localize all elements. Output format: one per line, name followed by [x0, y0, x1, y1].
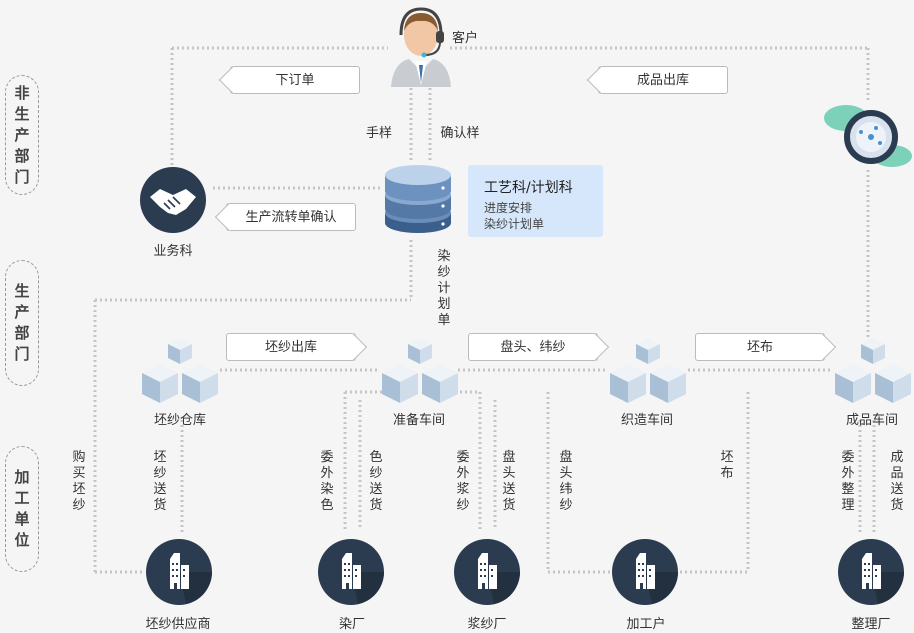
label-beam-weft-vertical: 盘头纬纱: [559, 450, 573, 513]
cubes-icon-prep-workshop: [380, 336, 460, 408]
process-planning-box: 工艺科/计划科 进度安排 染纱计划单: [468, 165, 603, 237]
label-confirm-sample: 确认样: [440, 126, 480, 141]
label-finished-delivery: 成品送货: [890, 450, 904, 513]
dept-processing: 加工单位: [5, 446, 39, 572]
building-icon-finishing-factory: [838, 539, 904, 605]
label-hand-sample: 手样: [365, 126, 393, 141]
node-greige-warehouse-label: 坯纱仓库: [153, 413, 207, 428]
customer-service-icon: [391, 7, 451, 87]
node-processor-label: 加工户: [626, 617, 666, 632]
cloud-atom-icon: [824, 105, 912, 167]
tag-flow-confirm: 生产流转单确认: [226, 203, 356, 231]
tag-greige-out: 坯纱出库: [226, 333, 356, 361]
building-icon-processor: [612, 539, 678, 605]
cubes-icon-finished-workshop: [833, 336, 913, 408]
tag-beam-weft: 盘头、纬纱: [468, 333, 598, 361]
label-outsource-dye: 委外染色: [320, 450, 334, 513]
label-buy-greige: 购买坯纱: [72, 450, 86, 513]
label-color-delivery: 色纱送货: [369, 450, 383, 513]
cubes-icon-greige-warehouse: [140, 336, 220, 408]
node-sizing-factory-label: 浆纱厂: [467, 617, 507, 632]
node-finished-workshop-label: 成品车间: [845, 413, 899, 428]
info-title: 工艺科/计划科: [484, 180, 573, 196]
cubes-icon-weaving-workshop: [608, 336, 688, 408]
label-dye-plan: 染纱计划单: [437, 249, 451, 328]
node-greige-supplier-label: 坯纱供应商: [145, 617, 211, 632]
tag-finished-out: 成品出库: [598, 66, 728, 94]
building-icon-dye-factory: [318, 539, 384, 605]
node-customer-label: 客户: [451, 31, 479, 46]
label-beam-delivery: 盘头送货: [502, 450, 516, 513]
label-greige-delivery: 坯纱送货: [153, 450, 167, 513]
node-finishing-factory-label: 整理厂: [851, 617, 891, 632]
node-dye-factory-label: 染厂: [338, 617, 366, 632]
dept-non-production: 非生产部门: [5, 75, 39, 195]
tag-greige-cloth: 坯布: [695, 333, 825, 361]
handshake-icon: [140, 167, 206, 233]
label-outsource-size: 委外浆纱: [456, 450, 470, 513]
label-greige-cloth-vertical: 坯布: [720, 450, 734, 481]
node-sales-label: 业务科: [153, 244, 193, 259]
info-line-schedule: 进度安排: [484, 201, 533, 215]
node-weaving-workshop-label: 织造车间: [620, 413, 674, 428]
building-icon-supplier: [146, 539, 212, 605]
tag-place-order: 下订单: [230, 66, 360, 94]
info-line-dye-plan: 染纱计划单: [484, 217, 545, 231]
database-icon: [385, 165, 451, 233]
label-outsource-finish: 委外整理: [841, 450, 855, 513]
node-prep-workshop-label: 准备车间: [392, 413, 446, 428]
dept-production: 生产部门: [5, 260, 39, 386]
building-icon-sizing-factory: [454, 539, 520, 605]
